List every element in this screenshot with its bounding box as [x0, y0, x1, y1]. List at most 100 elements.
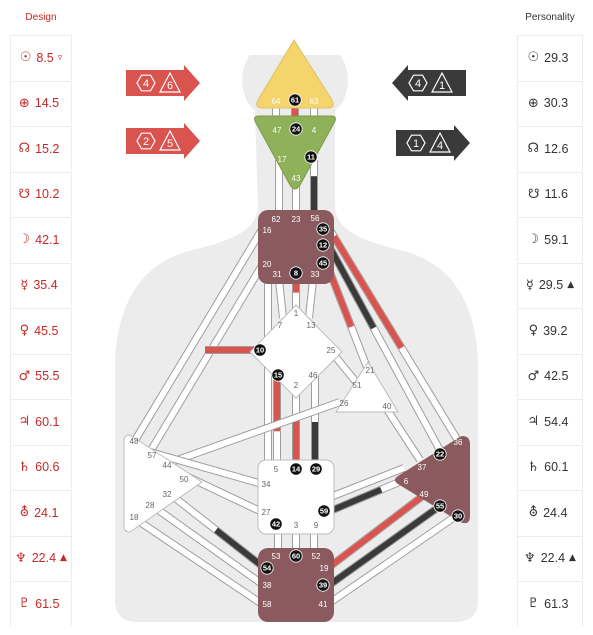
channel-20-57 — [146, 259, 268, 455]
planet-icon: ☉ — [19, 50, 32, 66]
channel-12-22 — [324, 242, 446, 456]
planet-icon: ☉ — [527, 50, 540, 66]
gate-52: 52 — [312, 552, 321, 561]
gate-29: 29 — [309, 462, 323, 476]
gate-label: 2 — [294, 381, 299, 390]
ajna-center — [254, 115, 336, 190]
gate-label: 30 — [454, 512, 462, 521]
planet-icon: ☽ — [18, 232, 31, 248]
channels — [130, 104, 464, 608]
gate-label: 58 — [263, 600, 272, 609]
activation-value: 54.4 — [544, 414, 569, 429]
gate-label: 33 — [311, 270, 320, 279]
personality-title: Personality — [525, 12, 575, 23]
arrow-value: 1 — [439, 80, 445, 92]
gate-label: 38 — [263, 581, 272, 590]
activation-value: 60.1 — [35, 414, 60, 429]
gate-label: 12 — [319, 241, 327, 250]
gate-41: 41 — [319, 600, 328, 609]
planet-icon: ☋ — [18, 186, 31, 202]
planet-icon: ♂ — [527, 368, 540, 384]
gate-30: 30 — [451, 509, 465, 523]
design-row: ☋10.2 — [10, 171, 72, 216]
triangle-icon — [429, 131, 451, 153]
arrow-value: 4 — [143, 78, 149, 90]
hexagon-icon — [406, 134, 426, 152]
gate-label: 59 — [320, 507, 328, 516]
gate-42: 42 — [269, 517, 283, 531]
hexagon-icon — [136, 132, 156, 150]
gate-60: 60 — [289, 549, 303, 563]
gate-label: 50 — [180, 475, 189, 484]
arrow-value: 5 — [167, 138, 173, 150]
gate-36: 36 — [454, 438, 463, 447]
channel-18-58 — [131, 514, 265, 608]
channel-16-48 — [130, 223, 268, 445]
design-row: ♆22.4▲ — [10, 535, 72, 580]
arrow-value: 2 — [143, 136, 149, 148]
gate-label: 8 — [294, 269, 298, 278]
gate-label: 53 — [272, 552, 281, 561]
gate-label: 22 — [436, 450, 444, 459]
gate-22: 22 — [433, 447, 447, 461]
activation-value: 8.5 — [36, 50, 54, 65]
gate-label: 26 — [340, 399, 349, 408]
gate-25: 25 — [327, 346, 336, 355]
gate-50: 50 — [180, 475, 189, 484]
design-row: ♃60.1 — [10, 399, 72, 444]
gate-17: 17 — [278, 155, 287, 164]
gate-label: 4 — [312, 126, 317, 135]
gate-13: 13 — [307, 321, 316, 330]
activation-value: 22.4 — [31, 551, 57, 566]
planet-icon: ☿ — [20, 277, 29, 293]
activation-value: 39.2 — [543, 323, 568, 338]
channel-45-21 — [322, 260, 372, 372]
planet-icon: ♀ — [528, 323, 539, 339]
gate-label: 46 — [309, 371, 318, 380]
arrow-value: 4 — [415, 78, 421, 90]
personality-row: ♆22.4▲ — [517, 535, 583, 580]
exalted-mark-icon: ▿ — [57, 52, 63, 63]
gate-47: 47 — [273, 126, 282, 135]
activation-value: 29.3 — [544, 50, 569, 65]
channel-57-34 — [148, 448, 264, 488]
gate-53: 53 — [272, 552, 281, 561]
activation-value: 29.5 — [538, 278, 564, 293]
gate-label: 64 — [272, 97, 281, 106]
personality-row: ♂ 42.5 — [517, 353, 583, 398]
gate-45: 45 — [316, 256, 330, 270]
arrow-value: 4 — [437, 140, 443, 152]
channel-40-37 — [382, 405, 424, 463]
gate-4: 4 — [312, 126, 317, 135]
gate-label: 7 — [278, 321, 283, 330]
gate-label: 41 — [319, 600, 328, 609]
channel-26-44 — [164, 398, 342, 468]
channel-19-49 — [325, 488, 431, 572]
channel-31-7 — [275, 279, 287, 319]
activation-value: 14.5 — [34, 96, 60, 111]
design-row: ♄60.6 — [10, 444, 72, 489]
channel-33-13 — [305, 279, 317, 319]
gate-label: 36 — [454, 438, 463, 447]
gate-7: 7 — [278, 321, 283, 330]
activation-value: 42.5 — [544, 369, 569, 384]
gate-57: 57 — [148, 451, 157, 460]
gate-26: 26 — [340, 399, 349, 408]
gate-11: 11 — [304, 150, 318, 164]
gate-label: 62 — [272, 215, 281, 224]
gate-label: 23 — [292, 215, 301, 224]
gate-32: 32 — [163, 490, 172, 499]
gate-10: 10 — [253, 343, 267, 357]
design-title: Design — [25, 12, 57, 23]
activation-value: 60.1 — [544, 460, 569, 475]
gate-label: 24 — [292, 125, 301, 134]
design-row: ☊15.2 — [10, 126, 72, 171]
gate-label: 35 — [319, 225, 327, 234]
gate-43: 43 — [292, 174, 301, 183]
throat-center — [258, 210, 334, 284]
gate-label: 28 — [146, 501, 155, 510]
gate-12: 12 — [316, 238, 330, 252]
planet-icon: ⊕ — [527, 95, 539, 111]
planet-icon: ♀ — [19, 323, 30, 339]
